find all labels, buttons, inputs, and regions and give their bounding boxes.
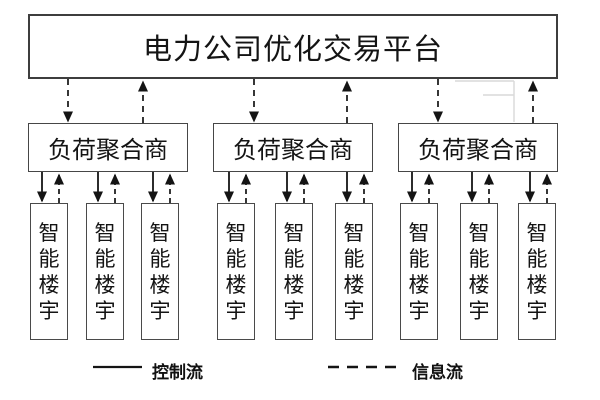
building-label-char: 楼 — [408, 272, 430, 297]
building-label-char: 宇 — [283, 298, 305, 323]
building-label-char: 智 — [343, 220, 365, 245]
building-label-char: 宇 — [343, 298, 365, 323]
building-label-char: 能 — [225, 246, 247, 271]
building-box-2: 智能楼宇 — [86, 203, 124, 340]
building-label-char: 楼 — [94, 272, 116, 297]
building-label-char: 楼 — [343, 272, 365, 297]
legend-info-label: 信息流 — [412, 363, 463, 382]
building-label-char: 楼 — [283, 272, 305, 297]
building-label-char: 智 — [94, 220, 116, 245]
building-label-char: 能 — [468, 246, 490, 271]
building-label-char: 楼 — [38, 272, 60, 297]
building-box-7: 智能楼宇 — [400, 203, 438, 340]
building-label-char: 智 — [38, 220, 60, 245]
building-label-char: 楼 — [468, 272, 490, 297]
building-box-5: 智能楼宇 — [275, 203, 313, 340]
aggregator-box-1: 负荷聚合商 — [28, 123, 188, 172]
building-label-char: 宇 — [38, 298, 60, 323]
aggregator-box-2: 负荷聚合商 — [213, 123, 373, 172]
building-label-char: 能 — [343, 246, 365, 271]
building-label-char: 能 — [526, 246, 548, 271]
platform-box: 电力公司优化交易平台 — [28, 14, 558, 79]
aggregator-box-3: 负荷聚合商 — [398, 123, 558, 172]
building-label-char: 宇 — [149, 298, 171, 323]
platform-label: 电力公司优化交易平台 — [142, 33, 443, 66]
building-label-char: 楼 — [526, 272, 548, 297]
building-label-char: 智 — [468, 220, 490, 245]
building-label-char: 能 — [38, 246, 60, 271]
legend-control-label: 控制流 — [152, 363, 203, 382]
building-label-char: 能 — [408, 246, 430, 271]
building-box-8: 智能楼宇 — [460, 203, 498, 340]
building-label-char: 宇 — [526, 298, 548, 323]
building-label-char: 智 — [283, 220, 305, 245]
building-label-char: 能 — [94, 246, 116, 271]
building-box-3: 智能楼宇 — [141, 203, 179, 340]
aggregator-label: 负荷聚合商 — [48, 138, 168, 164]
building-label-char: 智 — [149, 220, 171, 245]
building-label-char: 能 — [283, 246, 305, 271]
render-artifact-lines — [455, 80, 515, 122]
aggregator-label: 负荷聚合商 — [233, 138, 353, 164]
building-label-char: 宇 — [225, 298, 247, 323]
aggregator-label: 负荷聚合商 — [418, 138, 538, 164]
building-label-char: 智 — [225, 220, 247, 245]
building-label-char: 宇 — [468, 298, 490, 323]
building-label-char: 智 — [408, 220, 430, 245]
building-label-char: 能 — [149, 246, 171, 271]
building-box-4: 智能楼宇 — [217, 203, 255, 340]
building-label-char: 智 — [526, 220, 548, 245]
building-label-char: 楼 — [225, 272, 247, 297]
building-box-1: 智能楼宇 — [30, 203, 68, 340]
building-box-9: 智能楼宇 — [518, 203, 556, 340]
building-box-6: 智能楼宇 — [335, 203, 373, 340]
building-label-char: 楼 — [149, 272, 171, 297]
building-label-char: 宇 — [408, 298, 430, 323]
building-label-char: 宇 — [94, 298, 116, 323]
